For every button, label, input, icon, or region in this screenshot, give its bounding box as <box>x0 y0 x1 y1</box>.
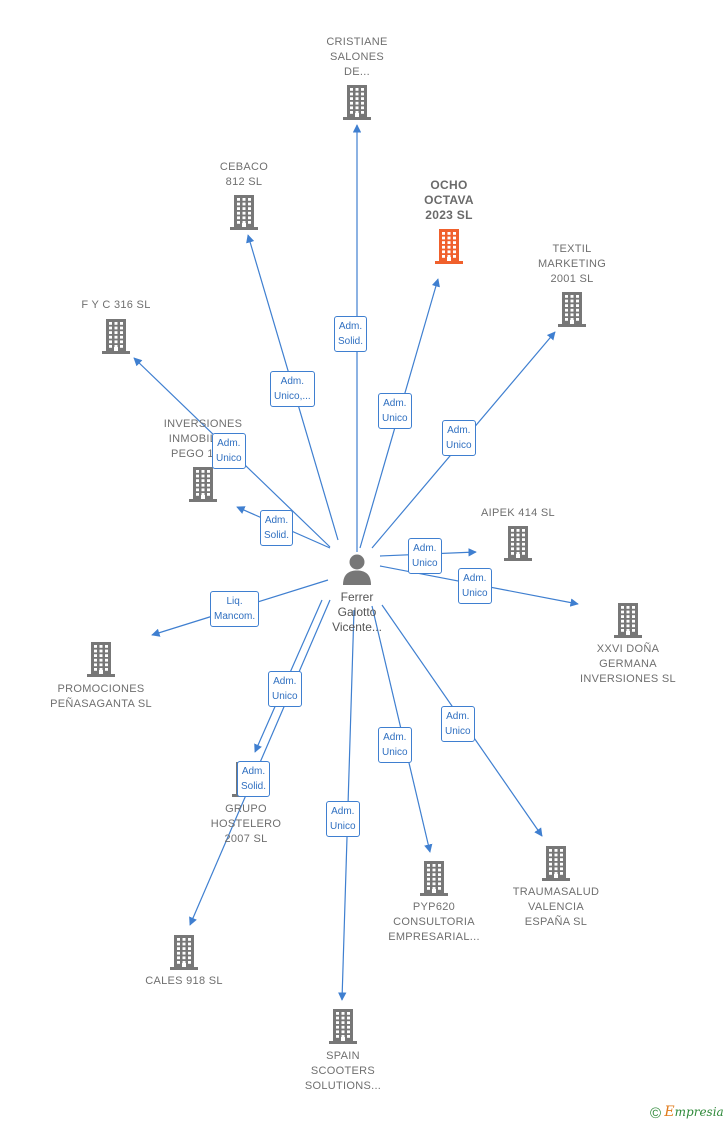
building-icon[interactable] <box>228 194 260 230</box>
person-icon[interactable] <box>340 552 374 586</box>
building-icon[interactable] <box>540 845 572 881</box>
building-icon[interactable] <box>327 1008 359 1044</box>
role-label-aipek[interactable]: Adm. Unico <box>408 538 442 574</box>
company-name-pyp620[interactable]: PYP620 CONSULTORIA EMPRESARIAL... <box>388 901 480 943</box>
building-icon[interactable] <box>418 860 450 896</box>
empresia-logo: © Empresia <box>650 1104 724 1122</box>
role-label-traumasalud[interactable]: Adm. Unico <box>441 706 475 742</box>
building-icon[interactable] <box>433 228 465 264</box>
role-label-cebaco[interactable]: Adm. Unico,... <box>270 371 315 407</box>
role-label-cales[interactable]: Adm. Solid. <box>237 761 271 797</box>
company-name-textil[interactable]: TEXTIL MARKETING 2001 SL <box>537 243 607 285</box>
building-icon[interactable] <box>556 291 588 327</box>
company-name-grupo-hostelero[interactable]: GRUPO HOSTELERO 2007 SL <box>210 803 282 845</box>
company-name-aipek[interactable]: AIPEK 414 SL <box>481 507 555 519</box>
company-name-promociones[interactable]: PROMOCIONES PEÑASAGANTA SL <box>50 683 152 710</box>
company-name-cales[interactable]: CALES 918 SL <box>145 975 223 987</box>
role-label-pyp620[interactable]: Adm. Unico <box>378 727 412 763</box>
company-name-fyc[interactable]: F Y C 316 SL <box>81 299 151 311</box>
building-icon[interactable] <box>100 318 132 354</box>
role-label-inversiones-pego[interactable]: Adm. Solid. <box>260 510 294 546</box>
role-label-cristiane[interactable]: Adm. Solid. <box>334 316 368 352</box>
role-label-ocho-octava[interactable]: Adm. Unico <box>378 393 412 429</box>
person-name[interactable]: Ferrer Galotto Vicente... <box>332 590 382 634</box>
company-name-cebaco[interactable]: CEBACO 812 SL <box>219 161 269 188</box>
role-label-spain-scooters[interactable]: Adm. Unico <box>326 801 360 837</box>
role-label-grupo-hostelero[interactable]: Adm. Unico <box>268 671 302 707</box>
company-name-inversiones-pego[interactable]: INVERSIONES INMOBILIA... PEGO 111... <box>163 418 243 460</box>
building-icon[interactable] <box>502 525 534 561</box>
company-name-xxvi[interactable]: XXVI DOÑA GERMANA INVERSIONES SL <box>580 643 676 685</box>
company-name-cristiane[interactable]: CRISTIANE SALONES DE... <box>326 36 388 78</box>
role-label-promociones[interactable]: Liq. Mancom. <box>210 591 260 627</box>
company-name-spain-scooters[interactable]: SPAIN SCOOTERS SOLUTIONS... <box>304 1050 382 1092</box>
building-icon[interactable] <box>187 466 219 502</box>
company-name-ocho-octava[interactable]: OCHO OCTAVA 2023 SL <box>424 178 474 222</box>
building-icon[interactable] <box>612 602 644 638</box>
role-label-xxvi[interactable]: Adm. Unico <box>458 568 492 604</box>
building-icon[interactable] <box>168 934 200 970</box>
role-label-textil[interactable]: Adm. Unico <box>442 420 476 456</box>
role-label-fyc[interactable]: Adm. Unico <box>212 433 246 469</box>
building-icon[interactable] <box>341 84 373 120</box>
company-name-traumasalud[interactable]: TRAUMASALUD VALENCIA ESPAÑA SL <box>512 886 600 928</box>
building-icon[interactable] <box>85 641 117 677</box>
